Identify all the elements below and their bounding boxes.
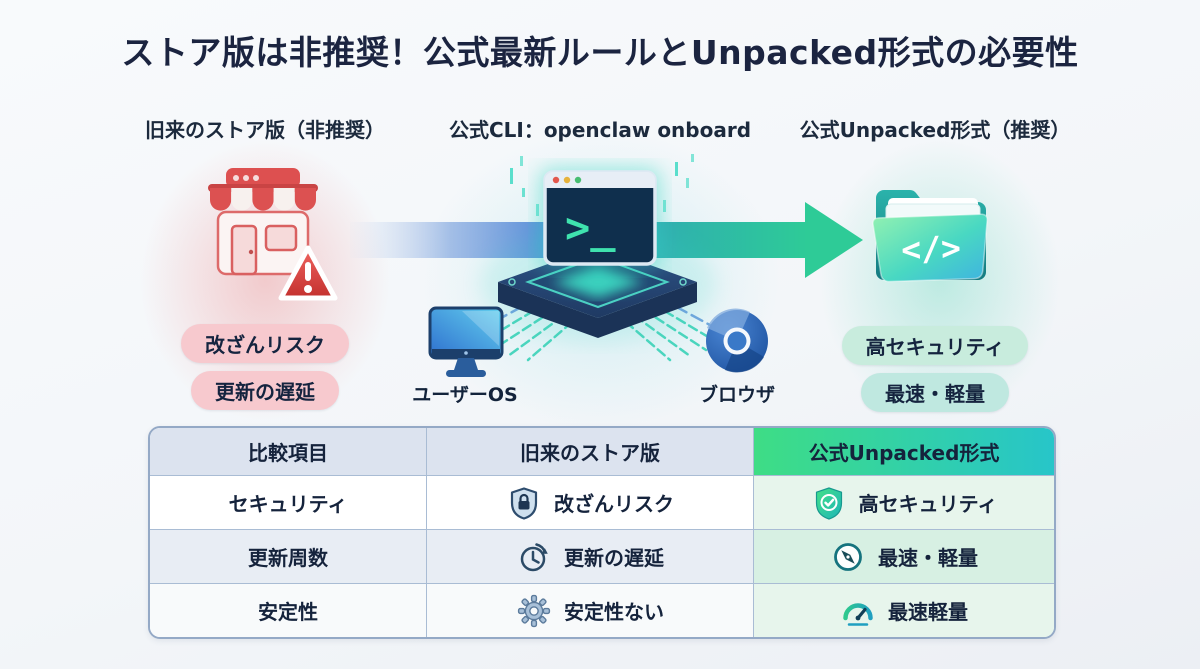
monitor-icon [428, 306, 504, 377]
pill-high-security: 高セキュリティ [841, 326, 1029, 365]
row-stability-label: 安定性 [150, 583, 426, 637]
header-store-version: 旧来のストア版 [426, 428, 754, 475]
row-update-store-text: 更新の遅延 [564, 546, 664, 570]
code-folder-icon: </> [872, 190, 988, 283]
gauge-icon [843, 602, 873, 626]
table-row: セキュリティ 改ざんリスク 高セキュリティ [150, 475, 1054, 529]
row-stability-store-text: 安定性ない [564, 600, 664, 624]
store-warning-icon [208, 168, 338, 301]
table-row: 更新周数 更新の遅延 最速・軽量 [150, 529, 1054, 583]
row-security-unpacked-text: 高セキュリティ [858, 492, 998, 516]
row-security-label: セキュリティ [150, 475, 426, 529]
heading-unpacked-format: 公式Unpacked形式（推奨） [799, 118, 1071, 142]
clock-refresh-icon [520, 542, 548, 571]
heading-official-cli: 公式CLI：openclaw onboard [448, 118, 752, 142]
user-os-label: ユーザーOS [412, 384, 518, 406]
table-header-row: 比較項目 旧来のストア版 公式Unpacked形式 [150, 428, 1054, 475]
header-unpacked-format: 公式Unpacked形式 [754, 428, 1054, 475]
store-awning [210, 188, 316, 211]
terminal-chip-icon: >_ [462, 154, 736, 362]
terminal-prompt: >_ [565, 203, 616, 252]
pill-update-delay: 更新の遅延 [191, 371, 339, 410]
pill-tamper-risk: 改ざんリスク [181, 324, 349, 363]
row-update-unpacked-text: 最速・軽量 [878, 546, 978, 570]
row-stability-unpacked-text: 最速軽量 [888, 600, 968, 624]
shield-check-icon [815, 486, 842, 520]
page-title: ストア版は非推奨！公式最新ルールとUnpacked形式の必要性 [121, 33, 1079, 72]
row-security-store-text: 改ざんリスク [554, 492, 674, 516]
unpacked-benefit-pills: 高セキュリティ 最速・軽量 [830, 322, 1040, 416]
row-update-label: 更新周数 [150, 529, 426, 583]
header-comparison-item: 比較項目 [150, 428, 426, 475]
code-glyph: </> [901, 228, 962, 269]
warning-triangle-icon [278, 245, 338, 301]
compass-icon [834, 542, 862, 571]
shield-lock-icon [510, 486, 538, 520]
gear-icon [517, 594, 551, 627]
pill-fast-light: 最速・軽量 [861, 373, 1009, 412]
comparison-table: 比較項目 旧来のストア版 公式Unpacked形式 セキュリティ 改ざんリスク [148, 426, 1056, 639]
store-risk-pills: 改ざんリスク 更新の遅延 [160, 320, 370, 414]
chromium-browser-icon [706, 308, 768, 373]
heading-store-version: 旧来のストア版（非推奨） [145, 118, 385, 142]
browser-label: ブロウザ [698, 384, 775, 406]
table-row: 安定性 安定性ない [150, 583, 1054, 637]
